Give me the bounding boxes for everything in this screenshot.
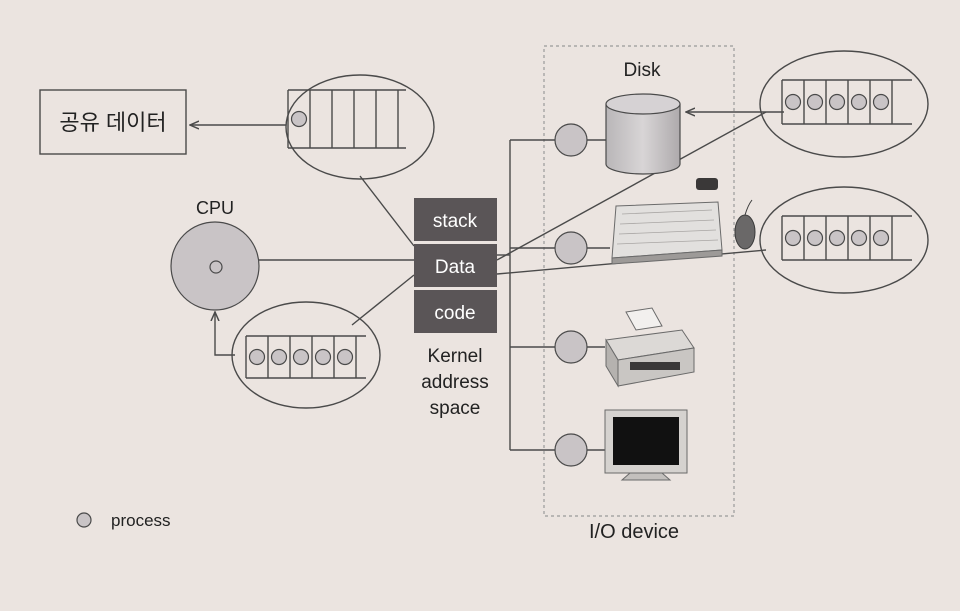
queued-process	[270, 348, 288, 366]
legend-process-label: process	[111, 511, 171, 530]
kernel-stack-label: stack	[433, 211, 478, 232]
legend-process-marker	[76, 512, 92, 528]
queued-process	[850, 93, 868, 111]
printer-process	[554, 330, 588, 364]
keyboard-icon	[611, 178, 723, 265]
top-queue	[285, 74, 435, 180]
queue-slots	[287, 89, 406, 149]
disk-process	[554, 123, 588, 157]
queued-process	[850, 229, 868, 247]
cpu-queue	[231, 301, 381, 409]
disk-queue	[759, 50, 929, 158]
kernel-address-space: stack Data code Kernel address space	[414, 198, 497, 419]
queued-process	[784, 229, 802, 247]
kernel-data-label: Data	[435, 257, 476, 278]
connection-lines	[259, 111, 767, 451]
kernel-code-label: code	[434, 303, 475, 324]
keyboard-process	[554, 231, 588, 265]
queued-process	[248, 348, 266, 366]
queued-process	[872, 93, 890, 111]
keyboard-queue	[759, 186, 929, 294]
mouse-icon	[734, 199, 756, 250]
cpu-label: CPU	[196, 198, 234, 218]
disk-label: Disk	[624, 60, 661, 81]
queued-process	[290, 110, 308, 128]
queued-process	[872, 229, 890, 247]
shared-data-box	[39, 89, 187, 155]
kernel-label-line1: Kernel	[428, 346, 483, 367]
queued-process	[314, 348, 332, 366]
arrow-to-cpu	[215, 312, 235, 356]
queued-process	[292, 348, 310, 366]
queued-process	[806, 229, 824, 247]
queued-process	[806, 93, 824, 111]
kernel-label-line3: space	[430, 398, 481, 419]
shared-data-label: 공유 데이터	[59, 110, 166, 135]
disk-icon	[605, 93, 681, 175]
monitor-process	[554, 433, 588, 467]
queued-process	[336, 348, 354, 366]
kernel-label-line2: address	[421, 372, 489, 393]
queued-process	[828, 93, 846, 111]
queued-process	[784, 93, 802, 111]
monitor-icon	[604, 409, 688, 481]
cpu-process	[209, 260, 223, 274]
io-device-label: I/O device	[589, 521, 679, 543]
queued-process	[828, 229, 846, 247]
printer-icon	[605, 307, 695, 388]
